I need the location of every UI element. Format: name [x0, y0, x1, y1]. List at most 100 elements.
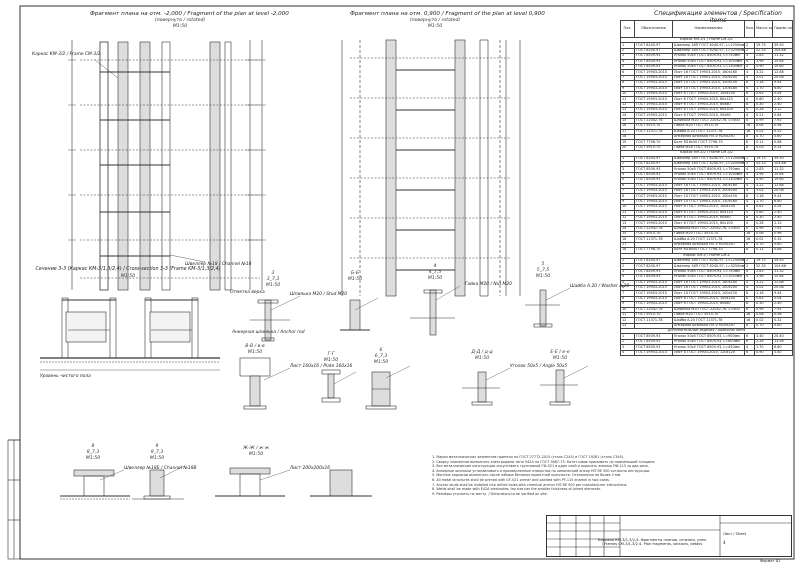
- spec-header-cell: Приме-чание: [772, 20, 793, 38]
- spec-header-cell: Наименование: [672, 20, 745, 38]
- spec-cell: Анкерная шпилька HIT-V M20x250: [672, 133, 745, 141]
- spec-cell: ГОСТ 19903-2015: [634, 85, 673, 92]
- plan-fragment-0900: [341, 39, 521, 297]
- spec-cell: Уголок 50x5 ГОСТ 8509-93, L=750мм: [672, 53, 745, 60]
- plan2-subtitle: (повернуто / rotated): [409, 18, 461, 23]
- detail-mark: 4: [433, 264, 437, 269]
- spec-header-cell: Масса ед. кг: [754, 20, 773, 38]
- callout-plate-200: Лист 200x200x16: [290, 466, 331, 471]
- spec-cell: Уголок 50x5 ГОСТ 8509-93, L=900мм: [672, 333, 745, 340]
- detail-mark: 6: [379, 348, 383, 353]
- callout-washer: Шайба A.20 / Washer A.20: [570, 284, 630, 289]
- detail-scale: M1:50: [535, 274, 551, 279]
- detail-mark: Б-Б: [351, 271, 359, 276]
- spec-cell: 6: [744, 349, 755, 357]
- spec-cell: Лист 16 ГОСТ 19903-2015, 160x160: [672, 69, 745, 76]
- sheet-border: [19, 5, 795, 560]
- spec-cell: Уголок 50x5 ГОСТ 8509-93, L=1050мм: [672, 171, 745, 179]
- spec-cell: 5.40: [772, 349, 793, 357]
- detail-scale-note: 3_7,3: [266, 277, 280, 282]
- detail-9: [132, 469, 184, 500]
- spec-cell: ГОСТ 19903-2015: [634, 349, 673, 357]
- spec-cell: Лист 8 ГОСТ 19903-2015, 120x120: [672, 349, 745, 357]
- sheet-number: 4: [723, 540, 726, 545]
- detail-scale: M1:50: [552, 356, 568, 361]
- detail-mark: 8: [91, 444, 95, 449]
- spec-cell: Лист 8 ГОСТ 19903-2015, 100x100: [672, 204, 745, 211]
- detail-b-b: [340, 299, 370, 331]
- spec-cell: Лист 10 ГОСТ 19903-2015, 100x150: [672, 80, 745, 87]
- spec-cell: Уголок 50x5 ГОСТ 8509-93, L=750мм: [672, 166, 745, 173]
- spec-cell: ГОСТ 19903-2015: [634, 80, 673, 87]
- note-line: 1. Марки металлических элементов приняты…: [432, 455, 625, 459]
- plan2-scale: M1:50: [427, 24, 443, 29]
- spec-cell: Лист 16 ГОСТ 19903-2015, 200x200: [672, 187, 745, 195]
- section-title: Сечение 3-3 (Каркас КМ-3/1,3/2,4) / Cros…: [35, 267, 221, 272]
- spec-cell: ГОСТ 19903-2015: [634, 96, 673, 103]
- spec-cell: Лист 10 ГОСТ 19903-2015, 120x180: [672, 198, 745, 206]
- sheet-label: Лист / Sheet: [723, 532, 746, 536]
- spec-cell: ГОСТ 19903-2015: [634, 112, 673, 119]
- spec-cell: Шпилька M20 ГОСТ 22042-76, L=400: [672, 117, 745, 125]
- detail-scale-note: 8_7,3: [86, 450, 100, 455]
- spec-cell: Швеллер 18П ГОСТ 8240-97, L=3250мм: [672, 263, 745, 270]
- spec-cell: Лист 10 ГОСТ 19903-2015, 100x150: [672, 193, 745, 200]
- detail-e-e: [540, 369, 578, 406]
- general-notes: 1. Марки металлических элементов приняты…: [432, 455, 792, 496]
- spec-cell: ГОСТ 19903-2015: [634, 107, 673, 114]
- spec-cell: ГОСТ 19903-2015: [634, 295, 673, 303]
- detail-scale: M1:50: [323, 358, 339, 363]
- detail-scale: M1:50: [149, 456, 165, 461]
- detail-5: [525, 289, 560, 328]
- detail-scale: M1:50: [265, 283, 281, 288]
- note-line: 4. Анкерные шпильки устанавливать в прос…: [432, 468, 651, 473]
- spec-header-cell: Кол.: [744, 20, 755, 38]
- spec-cell: Уголок 50x5 ГОСТ 8509-93, L=1050мм: [672, 58, 745, 65]
- spec-cell: 0.90: [754, 349, 773, 357]
- spec-cell: ГОСТ 19903-2015: [634, 187, 673, 195]
- note-line: 3. Все металлические конструкции огрунто…: [432, 464, 649, 469]
- spec-cell: ГОСТ 19903-2015: [634, 290, 673, 297]
- callout-angle: Уголок 50x5 / Angle 50x5: [510, 364, 568, 369]
- sheet-format: Формат A1: [760, 559, 781, 563]
- detail-mark: Д-Д / д-д: [471, 350, 493, 355]
- callout-channel-b: Швеллер №18Б / Channel №18B: [124, 466, 197, 471]
- spec-cell: ГОСТ 19903-2015: [634, 209, 673, 216]
- spec-cell: ГОСТ 19903-2015: [634, 220, 673, 227]
- spec-cell: Шпилька M20 ГОСТ 22042-76, L=400: [672, 225, 745, 233]
- spec-cell: Уголок 50x5 ГОСТ 8509-93, L=450мм: [672, 344, 745, 351]
- spec-cell: ГОСТ 19903-2015: [634, 182, 673, 189]
- spec-header-cell: Обозначение: [634, 20, 673, 38]
- plan1-subtitle: (повернуто / rotated): [154, 18, 206, 23]
- detail-8: [60, 469, 130, 500]
- spec-cell: Швеллер 18П ГОСТ 8240-97, L=3250мм: [672, 160, 745, 168]
- note-line: 5. Монтаж каркасов выполнять после набор…: [432, 473, 622, 478]
- callout-top-level: Отметка верха: [230, 290, 265, 295]
- callout-stud: Шпилька M20 / Stud M20: [290, 292, 348, 297]
- spec-cell: Лист 16 ГОСТ 19903-2015, 200x200: [672, 74, 745, 82]
- plan-fragment-minus2000: [68, 40, 266, 291]
- spec-cell: Лист 16 ГОСТ 19903-2015, 200x200: [672, 284, 745, 292]
- section-scale: M1:50: [120, 274, 136, 279]
- title-block: Каркасы КМ-3/1,3/2,4. Фрагменты планов, …: [546, 515, 792, 557]
- callout-channel: Швеллер №18 / Channel №18: [185, 262, 252, 267]
- detail-scale: M1:50: [427, 276, 443, 281]
- spec-cell: Уголок 50x5 ГОСТ 8509-93, L=1300мм: [672, 63, 745, 71]
- spec-cell: Швеллер 18П ГОСТ 8240-97, L=3250мм: [672, 47, 745, 55]
- spec-cell: ГОСТ 19903-2015: [634, 101, 673, 109]
- spec-cell: Швеллер 18П ГОСТ 8240-97, L=1250мм: [672, 42, 745, 49]
- note-line: 2. Сварку элементов выполнять электродам…: [432, 459, 656, 464]
- callout-anchor: Анкерная шпилька / Anchor rod: [232, 330, 305, 335]
- spec-header-cell: Поз.: [620, 20, 635, 38]
- spec-cell: Швеллер 18П ГОСТ 8240-97, L=1250мм: [672, 257, 745, 265]
- spec-cell: Лист 8 ГОСТ 19903-2015, 100x100: [672, 90, 745, 98]
